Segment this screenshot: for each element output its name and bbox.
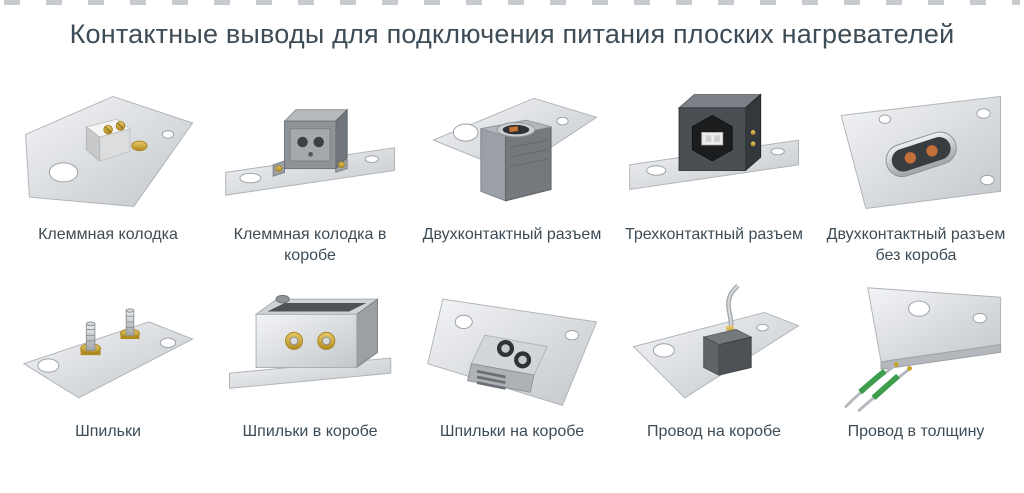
- catalog-item-studs-on-box: Шпильки на коробе: [414, 281, 610, 464]
- item-label: Клеммная колодка: [38, 226, 178, 243]
- catalog-grid: Клеммная колодка: [0, 84, 1024, 464]
- three-pin-connector-illustration: [616, 84, 812, 219]
- item-label: Провод в толщину: [847, 423, 985, 440]
- two-pin-connector-illustration: [414, 84, 610, 219]
- catalog-item-two-pin: Двухконтактный разъем: [414, 84, 610, 267]
- terminal-block-illustration: [10, 84, 206, 219]
- item-label: Трехконтактный разъем: [624, 226, 803, 243]
- wire-in-thickness-illustration: [818, 281, 1014, 416]
- catalog-item-terminal-block-box: Клеммная колодка в коробе: [212, 84, 408, 267]
- item-label: Клеммная колодка в коробе: [233, 226, 387, 264]
- item-label: Шпильки в коробе: [242, 423, 378, 440]
- catalog-item-wire-in-thickness: Провод в толщину: [818, 281, 1014, 464]
- catalog-item-terminal-block: Клеммная колодка: [10, 84, 206, 267]
- catalog-item-wire-on-box: Провод на коробе: [616, 281, 812, 464]
- item-label: Провод на коробе: [647, 423, 781, 440]
- catalog-item-two-pin-no-box: Двухконтактный разъем без короба: [818, 84, 1014, 267]
- catalog-item-studs: Шпильки: [10, 281, 206, 464]
- catalog-item-three-pin: Трехконтактный разъем: [616, 84, 812, 267]
- studs-illustration: [10, 281, 206, 416]
- studs-in-box-illustration: [212, 281, 408, 416]
- terminal-block-in-box-illustration: [212, 84, 408, 219]
- item-label: Двухконтактный разъем: [422, 226, 602, 243]
- item-label: Шпильки на коробе: [439, 423, 585, 440]
- catalog-item-studs-in-box: Шпильки в коробе: [212, 281, 408, 464]
- two-pin-connector-no-box-illustration: [818, 84, 1014, 219]
- item-label: Двухконтактный разъем без короба: [826, 226, 1006, 264]
- wire-on-box-illustration: [616, 281, 812, 416]
- top-edge-artifact: [4, 0, 1020, 5]
- page-title: Контактные выводы для подключения питани…: [69, 19, 955, 49]
- item-label: Шпильки: [75, 423, 141, 440]
- studs-on-box-illustration: [414, 281, 610, 416]
